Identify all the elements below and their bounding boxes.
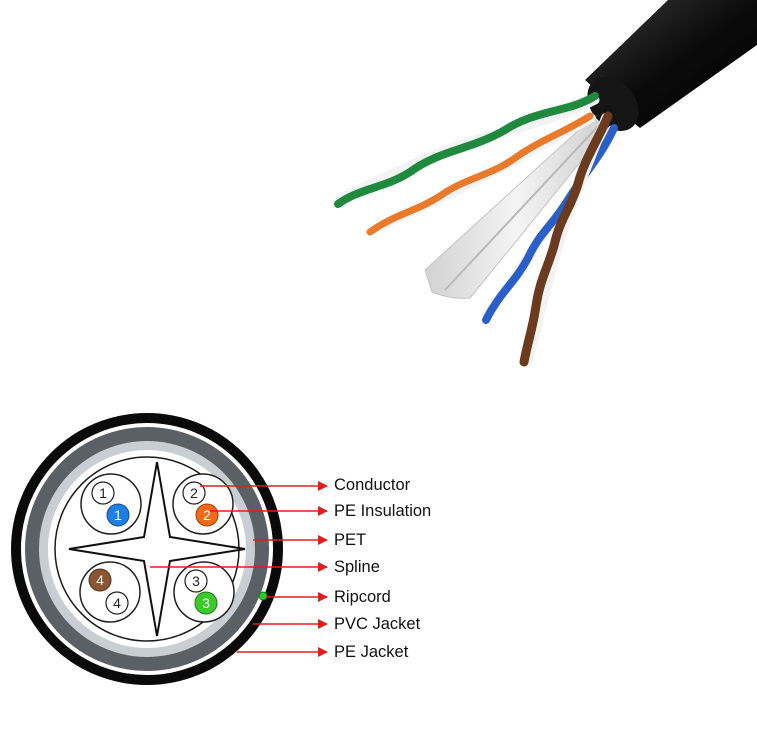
- pair-3-white-mark: 3: [192, 573, 200, 589]
- pair-3-colored-mark: 3: [202, 595, 210, 611]
- callout-arrows: [150, 481, 328, 657]
- pair-3: 3 3: [173, 561, 235, 623]
- label-ripcord: Ripcord: [334, 588, 391, 606]
- jacket-end-icon: [587, 77, 639, 131]
- pair-1-colored-mark: 1: [114, 507, 122, 523]
- pair-2-colored-mark: 2: [203, 507, 211, 523]
- orange-pair-icon: [366, 112, 596, 236]
- pair-1: 1 1: [80, 473, 142, 535]
- cross-section: 1 1 2 2 3 3: [11, 413, 283, 685]
- spline-cross-icon: [68, 461, 246, 637]
- label-pvc-jacket: PVC Jacket: [334, 615, 421, 633]
- pair-2: 2 2: [172, 473, 234, 535]
- ripcord-dot: [258, 591, 268, 601]
- label-pe-insulation: PE Insulation: [334, 502, 432, 520]
- label-pe-jacket: PE Jacket: [334, 643, 409, 661]
- pair-4: 4 4: [79, 561, 141, 623]
- green-pair-icon: [334, 92, 600, 208]
- cable-photo: [334, 0, 757, 367]
- label-spline: Spline: [334, 558, 380, 576]
- label-conductor: Conductor: [334, 476, 411, 494]
- pair-4-white-mark: 4: [113, 595, 121, 611]
- label-pet: PET: [334, 531, 367, 549]
- brown-pair-icon: [519, 111, 613, 367]
- pair-1-white-mark: 1: [99, 485, 107, 501]
- pair-4-colored-mark: 4: [96, 572, 104, 588]
- pair-2-white-mark: 2: [190, 485, 198, 501]
